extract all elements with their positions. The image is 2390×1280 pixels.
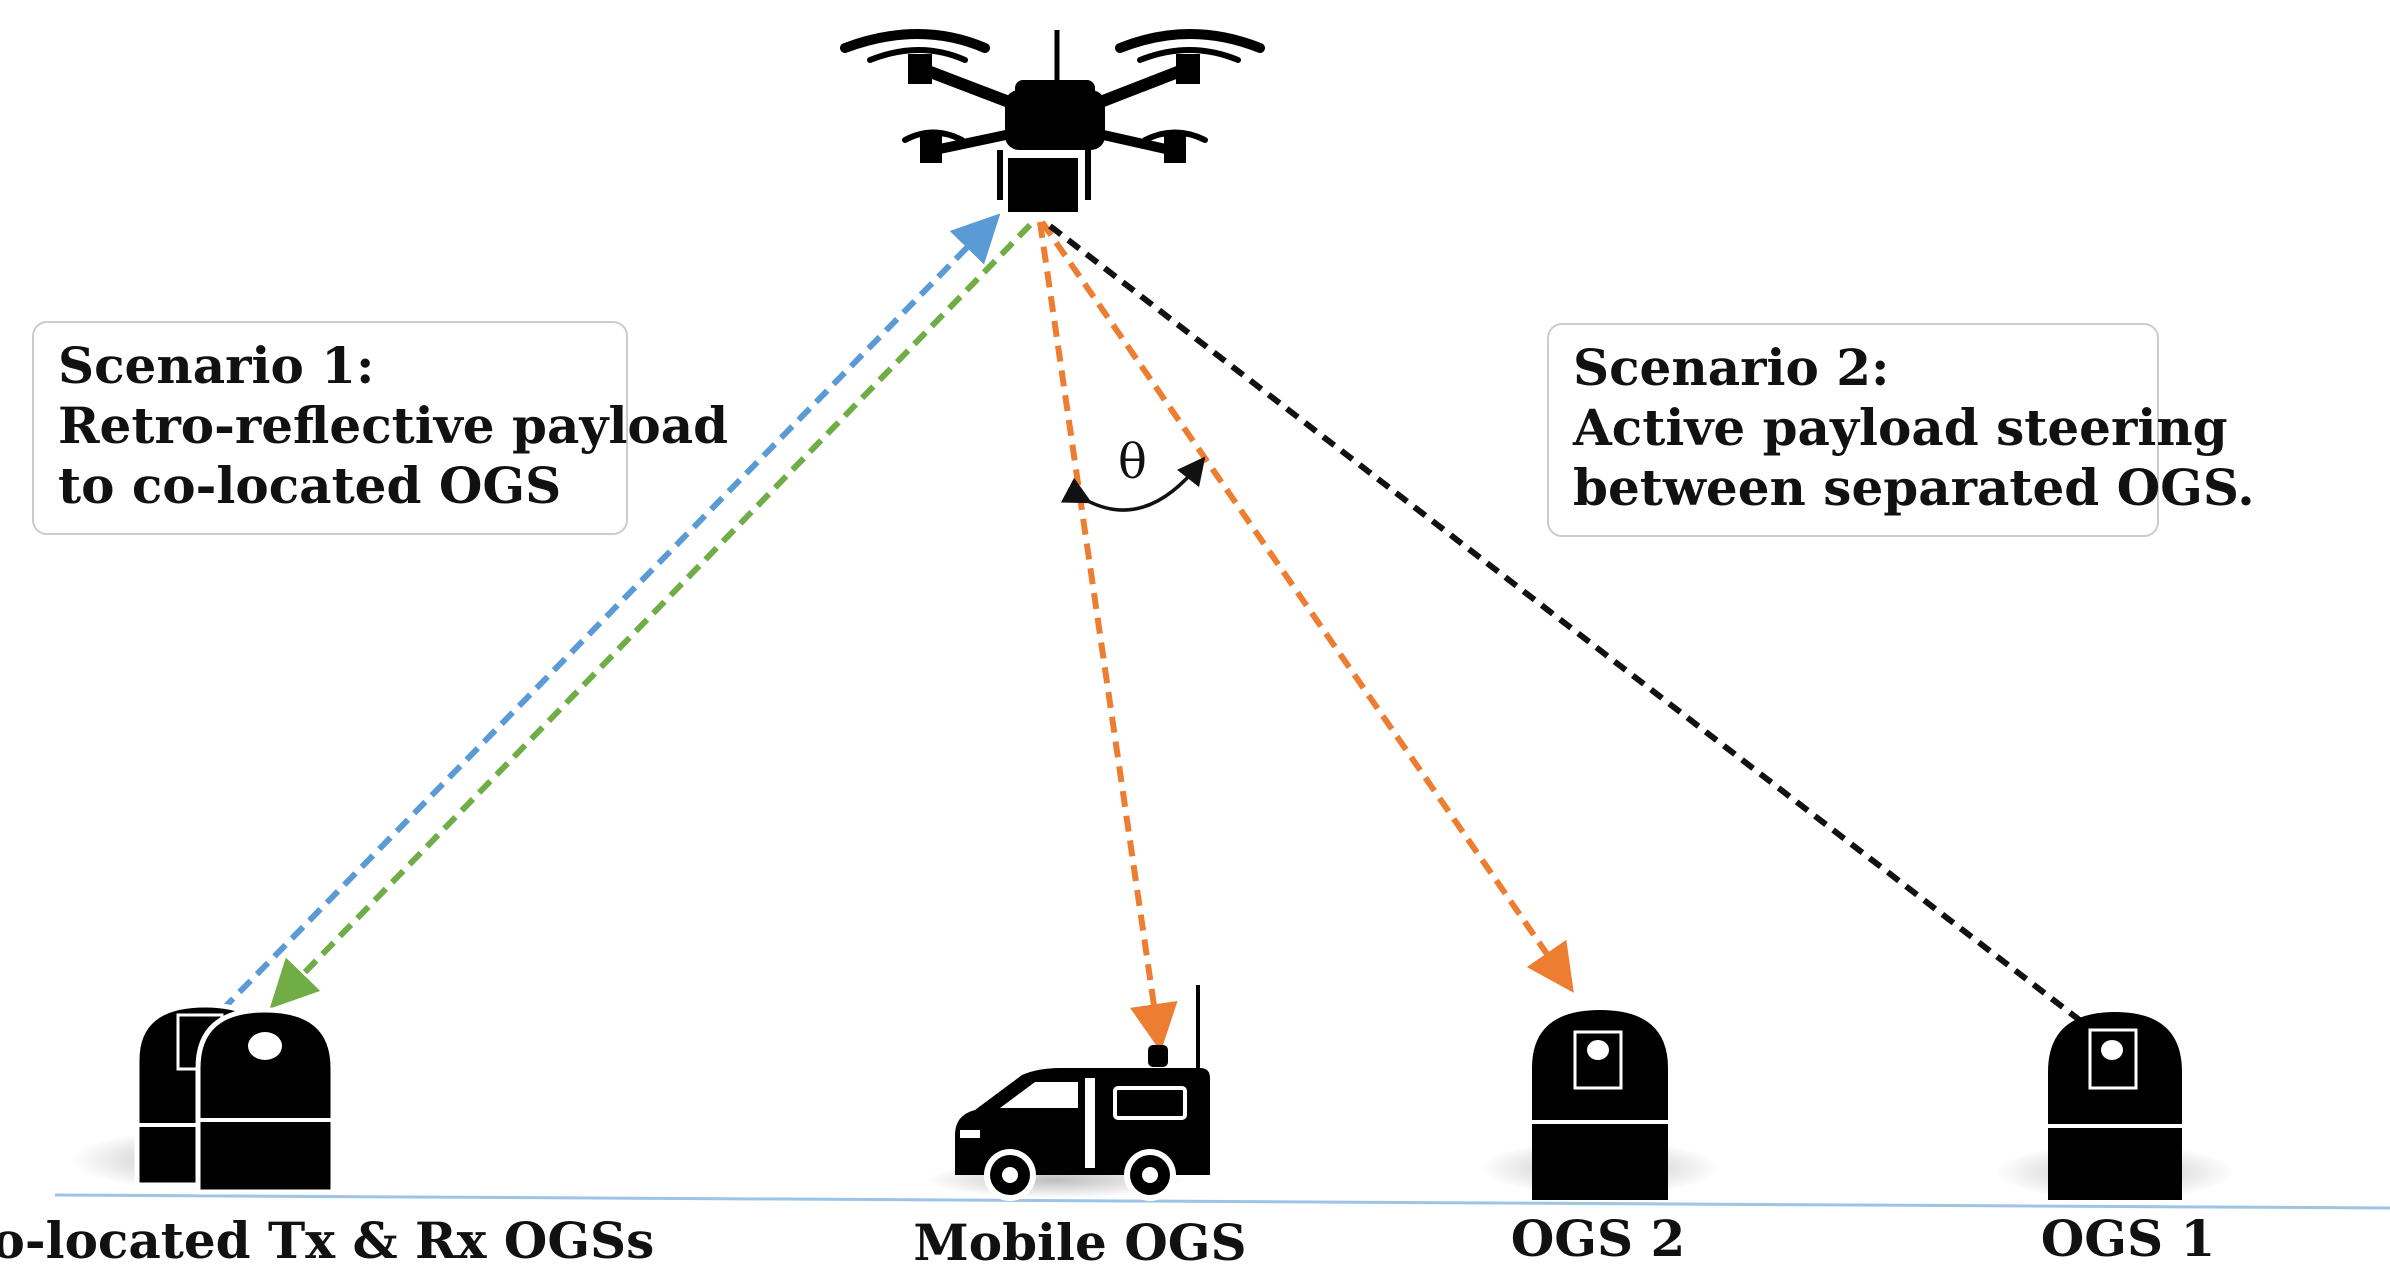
downlink-green: [269, 222, 1033, 1009]
scenario1-line2: Retro-reflective payload: [58, 396, 728, 455]
scenario2-title: Scenario 2:: [1573, 338, 1889, 397]
link-orange-ogs2: [1039, 220, 1574, 993]
label-colocated-ogs: Co-located Tx & Rx OGSs: [0, 1211, 654, 1270]
ground-line: [54, 1193, 2390, 1210]
angle-theta-label: θ: [1118, 434, 1147, 490]
link-black-ogs1: [1048, 223, 2084, 1025]
label-ogs1: OGS 1: [2041, 1209, 2216, 1268]
scenario2-line3: between separated OGS.: [1573, 458, 2255, 517]
mobile-van-icon: [925, 985, 1210, 1201]
label-ogs2: OGS 2: [1511, 1209, 1686, 1268]
scenario2-line2: Active payload steering: [1572, 398, 2228, 457]
scenario1-box: Scenario 1: Retro-reflective payload to …: [32, 321, 728, 535]
label-mobile-ogs: Mobile OGS: [913, 1213, 1246, 1272]
uplink-blue: [219, 213, 1001, 1013]
drone-icon: [840, 29, 1265, 212]
scenario1-title: Scenario 1:: [58, 336, 374, 395]
scenario1-line3: to co-located OGS: [58, 456, 561, 515]
angle-arc: [1060, 456, 1206, 512]
ogs-telescope-icon: [70, 1002, 336, 1195]
scenario2-box: Scenario 2: Active payload steering betw…: [1547, 323, 2255, 537]
ogs2-telescope-icon: [1480, 1010, 1720, 1200]
links: [219, 213, 2084, 1052]
ogs1-telescope-icon: [1995, 1012, 2235, 1200]
link-orange-mobile: [1037, 221, 1178, 1052]
